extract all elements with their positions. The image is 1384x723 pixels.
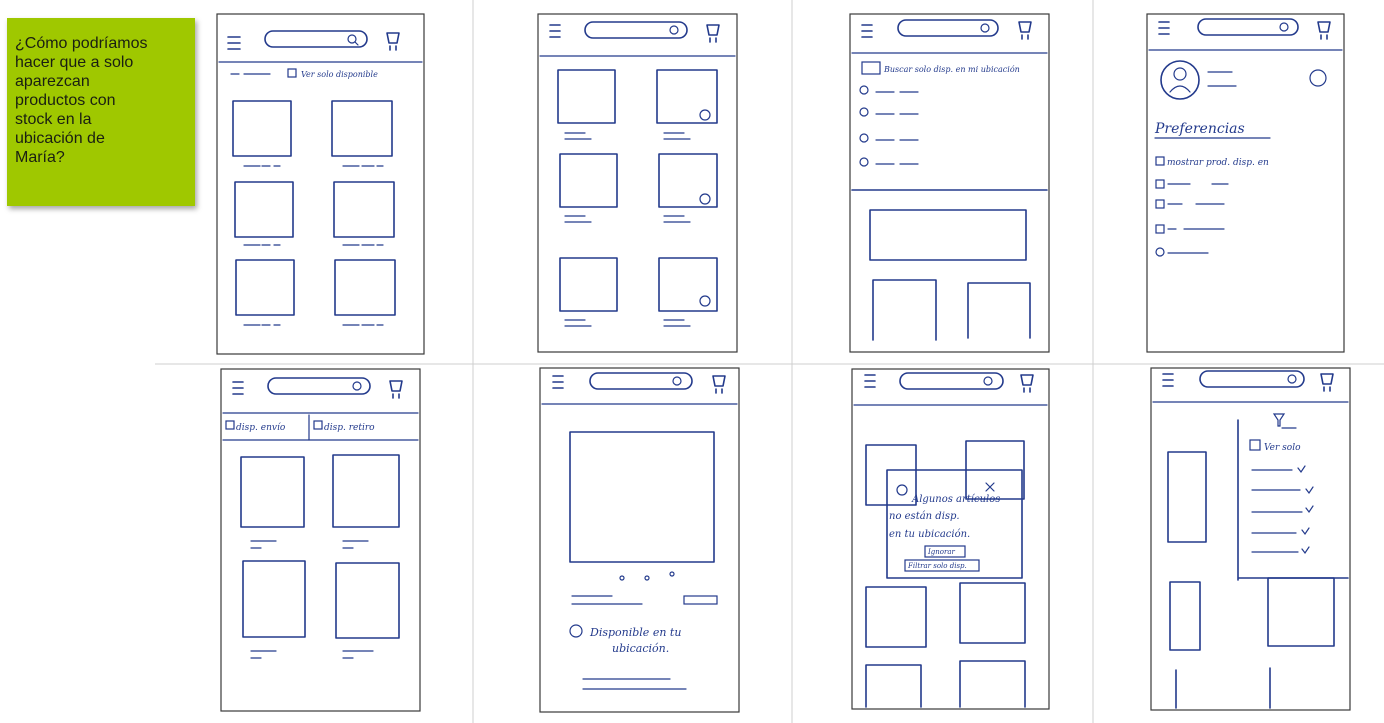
search-icon — [1279, 22, 1289, 32]
ignore-button-label: Ignorar — [927, 548, 955, 556]
checkbox-icon — [287, 68, 297, 78]
cart-icon — [1018, 21, 1032, 40]
modal-line3: en tu ubicación. — [889, 529, 970, 540]
tab-home-delivery: disp. envío — [236, 422, 286, 433]
checkbox-icon — [1249, 439, 1261, 451]
search-bar — [897, 19, 999, 37]
location-pin-icon — [569, 624, 583, 638]
product-image — [569, 431, 715, 563]
menu-icon — [227, 36, 241, 50]
gear-icon — [1309, 69, 1327, 87]
search-icon — [980, 23, 990, 33]
search-icon — [669, 25, 679, 35]
cart-icon — [1317, 21, 1331, 40]
cart-icon — [706, 24, 720, 43]
checkbox-icon — [1155, 156, 1165, 166]
avatar — [1160, 60, 1200, 100]
search-bar — [1199, 370, 1305, 388]
menu-icon — [864, 374, 876, 388]
availability-line2: ubicación. — [612, 642, 669, 655]
sketch-1-product-grid-filter: Ver solo disponible — [216, 13, 425, 355]
cart-icon — [1020, 374, 1034, 393]
cart-icon — [386, 32, 400, 51]
search-bar — [1197, 18, 1299, 36]
search-icon — [347, 34, 357, 44]
search-icon — [1287, 374, 1297, 384]
sketch-7-availability-modal: Algunos artículos no están disp. en tu u… — [851, 368, 1050, 710]
sketch-5-delivery-tabs: disp. envío disp. retiro — [220, 368, 421, 712]
menu-icon — [861, 24, 873, 38]
cart-icon — [1320, 373, 1334, 392]
menu-icon — [232, 381, 244, 395]
checkbox-icon — [861, 61, 881, 75]
availability-line1: Disponible en tu — [589, 626, 681, 639]
filter-label: Ver solo disponible — [301, 70, 378, 79]
close-icon — [985, 482, 995, 492]
search-bar — [267, 377, 371, 395]
sticky-note: ¿Cómo podríamos hacer que a solo aparezc… — [7, 18, 195, 206]
menu-icon — [552, 375, 564, 389]
sticky-note-text: ¿Cómo podríamos hacer que a solo aparezc… — [15, 35, 148, 166]
modal-line1: Algunos artículos — [911, 494, 1000, 505]
store-icon — [313, 420, 323, 430]
sketch-4-preferences: Preferencias mostrar prod. disp. en — [1146, 13, 1345, 353]
search-bar — [899, 372, 1004, 390]
menu-icon — [549, 24, 561, 38]
ignore-button — [924, 545, 966, 558]
sketch-2-product-grid-pins — [537, 13, 738, 353]
sketch-3-search-suggestions: Buscar solo disp. en mi ubicación — [849, 13, 1050, 353]
sketch-6-product-detail: Disponible en tu ubicación. — [539, 367, 740, 713]
filter-panel-label: Ver solo — [1264, 443, 1301, 453]
modal-line2: no están disp. — [889, 511, 960, 522]
preferences-title: Preferencias — [1154, 121, 1245, 137]
box-icon — [225, 420, 235, 430]
sketch-8-filter-panel: Ver solo — [1150, 367, 1351, 711]
search-bar — [589, 372, 693, 390]
search-bar — [264, 30, 368, 48]
location-pin-icon — [896, 484, 908, 496]
search-bar — [584, 21, 688, 39]
search-icon — [672, 376, 682, 386]
tab-pickup: disp. retiro — [324, 423, 375, 433]
search-icon — [352, 381, 362, 391]
filter-available-button — [904, 559, 980, 572]
filter-available-label: Filtrar solo disp. — [907, 562, 967, 570]
modal-dialog — [886, 469, 1023, 579]
cart-icon — [712, 375, 726, 394]
cart-icon — [389, 380, 403, 399]
preference-item: mostrar prod. disp. en — [1167, 158, 1269, 168]
search-filter-label: Buscar solo disp. en mi ubicación — [883, 65, 1020, 74]
menu-icon — [1158, 21, 1170, 35]
search-icon — [983, 376, 993, 386]
menu-icon — [1162, 373, 1174, 387]
filter-icon — [1272, 413, 1286, 427]
